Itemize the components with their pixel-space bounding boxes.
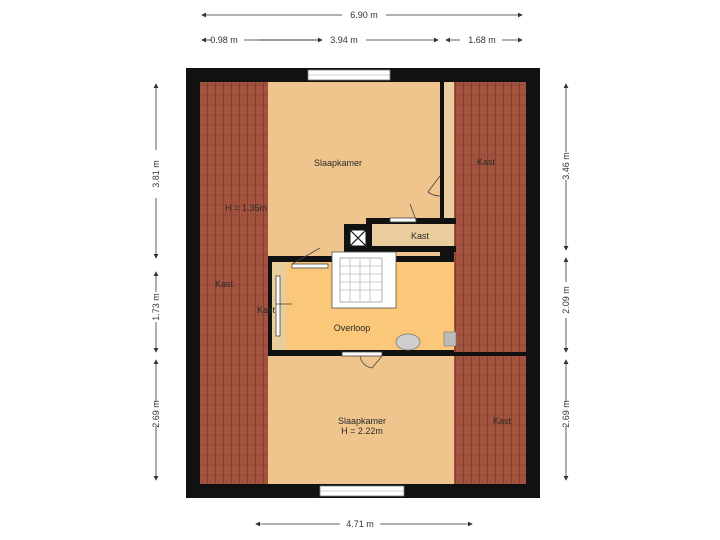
- wall-small-closet-bottom: [344, 246, 456, 252]
- door-small-closet: [389, 203, 417, 223]
- roof-right-bottom: [454, 356, 526, 484]
- stairs-icon: [331, 251, 397, 309]
- dim-right-mid: 2.09 m: [561, 286, 571, 314]
- dim-top-right: 1.68 m: [468, 35, 496, 45]
- roof-right-mid: [454, 252, 526, 352]
- door-bedroom-bottom: [341, 351, 383, 369]
- door-landing: [291, 247, 329, 269]
- dim-right-top: 3.46 m: [561, 152, 571, 180]
- closet-small-floor: [372, 224, 454, 246]
- label-closet-small: Kast: [411, 231, 430, 241]
- label-closet-left: Kast: [215, 279, 234, 289]
- roof-left: [200, 82, 268, 484]
- label-closet-bottom-right: Kast: [493, 416, 512, 426]
- dim-top-total: 6.90 m: [350, 10, 378, 20]
- sink-icon: [395, 331, 457, 351]
- dim-top-left: 0.98 m: [210, 35, 238, 45]
- label-closet-left-inner: Kast: [257, 305, 276, 315]
- closet-top-right-floor: [444, 82, 454, 222]
- dim-left-top: 3.81 m: [151, 160, 161, 188]
- dim-right-bottom: 2.69 m: [561, 400, 571, 428]
- dim-left-bottom: 2.69 m: [151, 400, 161, 428]
- dim-bottom: 4.71 m: [346, 519, 374, 529]
- wall-landing-left: [268, 256, 272, 356]
- door-landing-closet: [275, 275, 292, 337]
- dim-left-mid: 1.73 m: [151, 293, 161, 321]
- label-height-top: H = 1.35m: [225, 203, 267, 213]
- label-height-bottom: H = 2.22m: [341, 426, 383, 436]
- wall-bedroom-right: [440, 82, 444, 222]
- label-closet-top-right: Kast: [477, 157, 496, 167]
- chimney-icon-cross: [349, 229, 367, 247]
- label-landing: Overloop: [334, 323, 371, 333]
- door-closet-top-right: [427, 175, 441, 197]
- wall-landing-top: [268, 256, 344, 262]
- roof-right-top: [454, 82, 526, 252]
- bedroom-bottom-floor: [268, 356, 454, 484]
- label-bedroom-top: Slaapkamer: [314, 158, 362, 168]
- dim-top-mid: 3.94 m: [330, 35, 358, 45]
- label-bedroom-bottom: Slaapkamer: [338, 416, 386, 426]
